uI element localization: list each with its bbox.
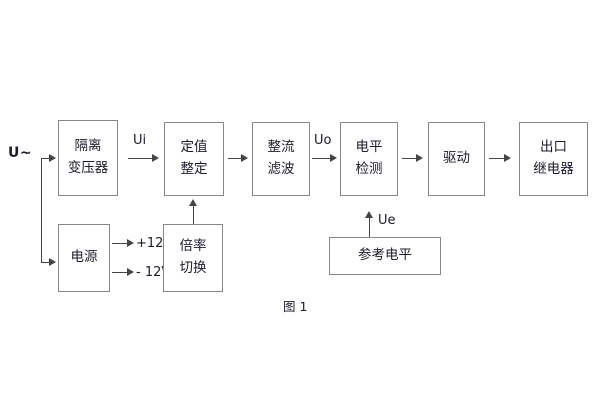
input-branch-bottom-arrow <box>49 257 56 266</box>
reference-to-level-line <box>369 218 370 237</box>
block-line: 定值 <box>180 139 208 156</box>
reference-to-level-arrow <box>364 211 373 218</box>
block-line: 参考电平 <box>358 247 412 264</box>
figure-caption: 图 1 <box>283 299 308 314</box>
block-line: 出口 <box>540 139 567 156</box>
ratio-to-setting-arrow <box>188 199 197 206</box>
drive-to-relay-arrow <box>504 153 511 162</box>
setting-to-rectify-arrow <box>241 153 248 162</box>
uo-arrow-head <box>330 153 337 162</box>
block-level-detection: 电平 检测 <box>340 122 398 196</box>
level-to-drive-arrow <box>416 153 423 162</box>
block-line: 隔离 <box>74 138 102 155</box>
ui-arrow-line <box>128 158 154 159</box>
block-ratio-switch: 倍率 切换 <box>163 224 223 292</box>
block-line: 滤波 <box>267 161 295 177</box>
block-line: 检测 <box>355 161 383 177</box>
ui-arrow-head <box>152 153 159 162</box>
block-power-supply: 电源 <box>58 224 110 292</box>
block-line: 电源 <box>70 249 98 266</box>
ui-label: Ui <box>133 133 147 148</box>
block-rectify-filter: 整流 滤波 <box>252 122 310 196</box>
supply-negative-arrow <box>127 267 134 276</box>
setting-to-rectify-line <box>228 158 243 159</box>
input-branch-bottom-line <box>41 262 51 263</box>
supply-positive-line <box>112 243 129 244</box>
block-reference-level: 参考电平 <box>329 237 441 275</box>
drive-to-relay-line <box>489 158 506 159</box>
block-line: 整定 <box>180 161 208 177</box>
level-to-drive-line <box>402 158 418 159</box>
block-line: 整流 <box>267 139 295 156</box>
input-branch-top-line <box>41 158 51 159</box>
supply-negative-line <box>112 272 129 273</box>
ue-label: Ue <box>378 213 396 228</box>
block-line: 倍率 <box>179 238 207 255</box>
block-line: 切换 <box>179 260 207 276</box>
input-bus-vertical-line <box>41 158 42 262</box>
block-line: 变压器 <box>67 160 109 176</box>
input-branch-top-arrow <box>49 153 56 162</box>
block-output-relay: 出口 继电器 <box>519 122 588 196</box>
block-line: 继电器 <box>533 161 574 177</box>
block-line: 驱动 <box>443 150 470 167</box>
ratio-to-setting-line <box>193 206 194 224</box>
input-source-label: U~ <box>8 145 33 161</box>
supply-negative-label: - 12V <box>136 265 171 280</box>
supply-positive-arrow <box>127 238 134 247</box>
uo-label: Uo <box>314 133 332 148</box>
block-drive: 驱动 <box>428 122 485 196</box>
block-line: 电平 <box>355 139 383 156</box>
block-isolation-transformer: 隔离 变压器 <box>58 120 118 196</box>
block-setting-value: 定值 整定 <box>164 122 224 196</box>
uo-arrow-line <box>312 158 332 159</box>
